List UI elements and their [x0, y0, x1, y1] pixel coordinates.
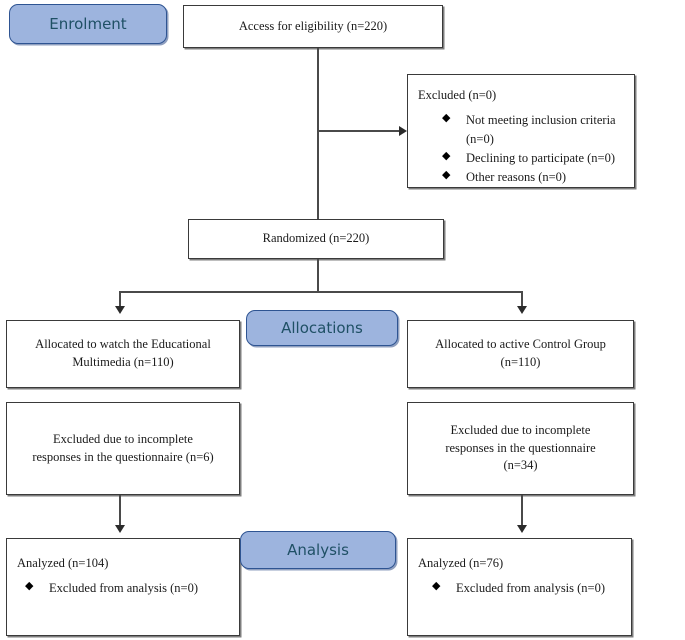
diamond-bullet-icon: ◆ [442, 111, 451, 124]
node-analyzed-control-note-text: Excluded from analysis (n=0) [456, 580, 606, 595]
stage-label-enrolment-text: Enrolment [49, 15, 127, 33]
node-randomized: Randomized (n=220) [188, 219, 444, 259]
node-excluded-reason-list: ◆ Not meeting inclusion criteria (n=0) ◆ D… [408, 111, 634, 187]
node-excluded-reason-text: Not meeting inclusion criteria (n=0) [466, 112, 616, 146]
list-item: ◆ Excluded from analysis (n=0) [25, 579, 233, 598]
node-allocated-intervention: Allocated to watch the Educational Multi… [6, 320, 240, 388]
stage-label-enrolment: Enrolment [9, 4, 167, 44]
node-assessed-for-eligibility-text: Access for eligibility (n=220) [238, 18, 388, 33]
arrow-to-allocated-control-icon [517, 306, 527, 314]
list-item: ◆ Declining to participate (n=0) [442, 149, 628, 168]
diamond-bullet-icon: ◆ [442, 149, 451, 162]
node-excluded-reason-text: Declining to participate (n=0) [466, 150, 616, 165]
node-excluded-incomplete-control-line3: (n=34) [503, 458, 538, 473]
node-excluded-incomplete-intervention: Excluded due to incomplete responses in … [6, 402, 240, 495]
list-item: ◆ Excluded from analysis (n=0) [432, 579, 625, 598]
node-excluded: Excluded (n=0) ◆ Not meeting inclusion cr… [407, 74, 635, 188]
node-allocated-control-line1: Allocated to active Control Group [435, 337, 606, 352]
arrow-to-analyzed-intervention-icon [115, 525, 125, 533]
node-analyzed-intervention-note-text: Excluded from analysis (n=0) [49, 580, 199, 595]
node-randomized-text: Randomized (n=220) [262, 231, 370, 246]
connector-eligibility-to-randomized [317, 48, 319, 220]
list-item: ◆ Not meeting inclusion criteria (n=0) [442, 111, 628, 149]
stage-label-allocations-text: Allocations [281, 319, 363, 337]
arrow-to-analyzed-control-icon [517, 525, 527, 533]
connector-randomized-to-right-arm [521, 291, 523, 308]
diamond-bullet-icon: ◆ [25, 579, 34, 592]
diamond-bullet-icon: ◆ [442, 168, 451, 181]
node-excluded-incomplete-intervention-line1: Excluded due to incomplete [53, 431, 193, 446]
node-excluded-incomplete-control: Excluded due to incomplete responses in … [407, 402, 634, 495]
connector-left-excluded-to-analyzed [119, 495, 121, 527]
node-analyzed-control-note-list: ◆ Excluded from analysis (n=0) [408, 579, 631, 598]
connector-randomized-split [119, 291, 522, 293]
node-analyzed-intervention: Analyzed (n=104) ◆ Excluded from analysis… [6, 538, 240, 636]
node-excluded-incomplete-control-line2: responses in the questionnaire [445, 440, 596, 455]
node-allocated-control-line2: (n=110) [500, 355, 541, 369]
node-analyzed-intervention-heading: Analyzed (n=104) [17, 556, 109, 570]
connector-eligibility-to-excluded [318, 130, 400, 132]
node-allocated-intervention-line1: Allocated to watch the Educational [35, 337, 211, 352]
stage-label-analysis: Analysis [240, 531, 396, 569]
connector-randomized-stem [317, 259, 319, 292]
arrow-to-allocated-intervention-icon [115, 306, 125, 314]
node-analyzed-control: Analyzed (n=76) ◆ Excluded from analysis … [407, 538, 632, 636]
stage-label-analysis-text: Analysis [287, 541, 349, 559]
node-analyzed-control-heading: Analyzed (n=76) [418, 556, 504, 570]
node-excluded-incomplete-control-line1: Excluded due to incomplete [450, 422, 591, 437]
connector-randomized-to-left-arm [119, 291, 121, 308]
stage-label-allocations: Allocations [246, 310, 398, 346]
node-allocated-intervention-line2: Multimedia (n=110) [72, 355, 174, 369]
node-analyzed-intervention-note-list: ◆ Excluded from analysis (n=0) [7, 579, 239, 598]
arrow-to-excluded-icon [399, 126, 407, 136]
node-excluded-heading: Excluded (n=0) [418, 88, 497, 102]
list-item: ◆ Other reasons (n=0) [442, 168, 628, 187]
connector-right-excluded-to-analyzed [521, 495, 523, 527]
diamond-bullet-icon: ◆ [432, 579, 441, 592]
node-excluded-reason-text: Other reasons (n=0) [466, 169, 567, 184]
node-assessed-for-eligibility: Access for eligibility (n=220) [183, 5, 443, 48]
node-excluded-incomplete-intervention-line2: responses in the questionnaire (n=6) [32, 449, 214, 464]
node-allocated-control: Allocated to active Control Group (n=110… [407, 320, 634, 388]
